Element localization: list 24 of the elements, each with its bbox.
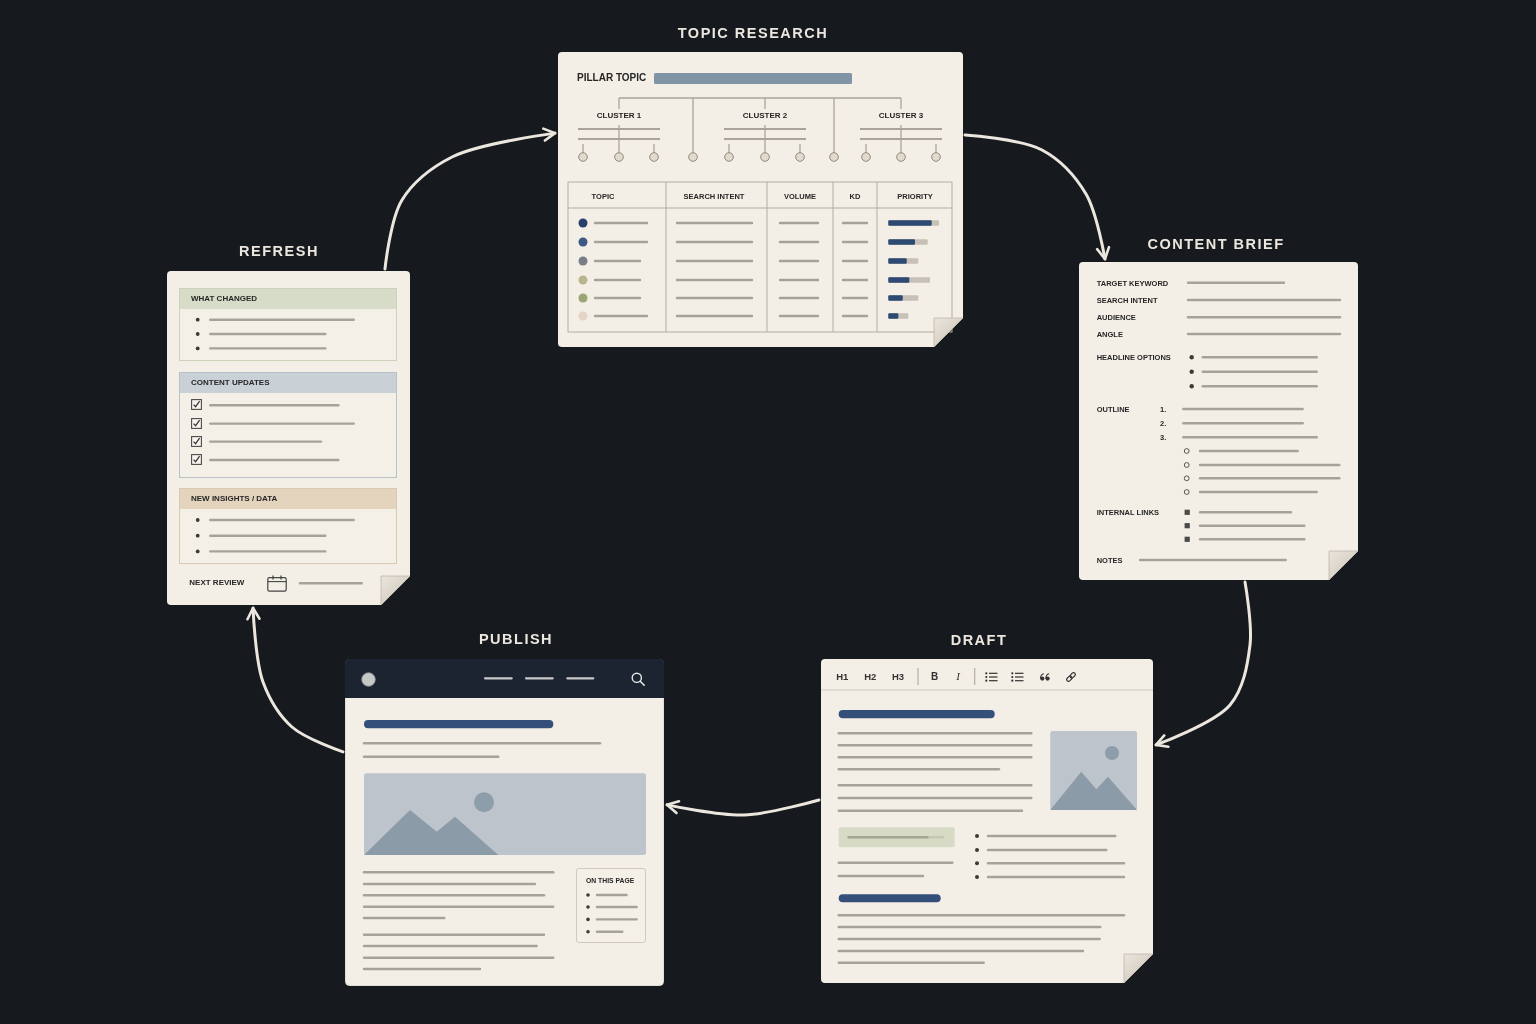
cycle-arrow — [383, 127, 557, 271]
step-title: PUBLISH — [478, 631, 554, 649]
format-option: H3 — [891, 671, 905, 683]
step-title: TOPIC RESEARCH — [677, 25, 829, 43]
section-panel — [179, 288, 397, 361]
section-title: NEW INSIGHTS / DATA — [180, 489, 396, 510]
format-option: B — [931, 670, 939, 683]
section-panel — [179, 488, 397, 564]
format-option: I — [956, 670, 960, 684]
cycle-arrow — [963, 133, 1111, 261]
field-label: NEXT REVIEW — [189, 578, 245, 589]
format-option: H1 — [836, 671, 849, 683]
section-title: CONTENT UPDATES — [180, 372, 396, 393]
step-title: REFRESH — [239, 243, 319, 261]
table-of-contents-panel — [575, 868, 646, 943]
step-title: DRAFT — [950, 632, 1008, 650]
format-option: H2 — [864, 671, 877, 683]
cycle-arrow — [1154, 580, 1252, 748]
cycle-arrow — [665, 798, 821, 817]
field-label: PILLAR TOPIC — [577, 72, 647, 84]
cycle-arrow — [246, 606, 345, 754]
section-title: WHAT CHANGED — [180, 289, 396, 310]
step-title: CONTENT BRIEF — [1147, 236, 1285, 254]
section-panel — [179, 371, 397, 478]
